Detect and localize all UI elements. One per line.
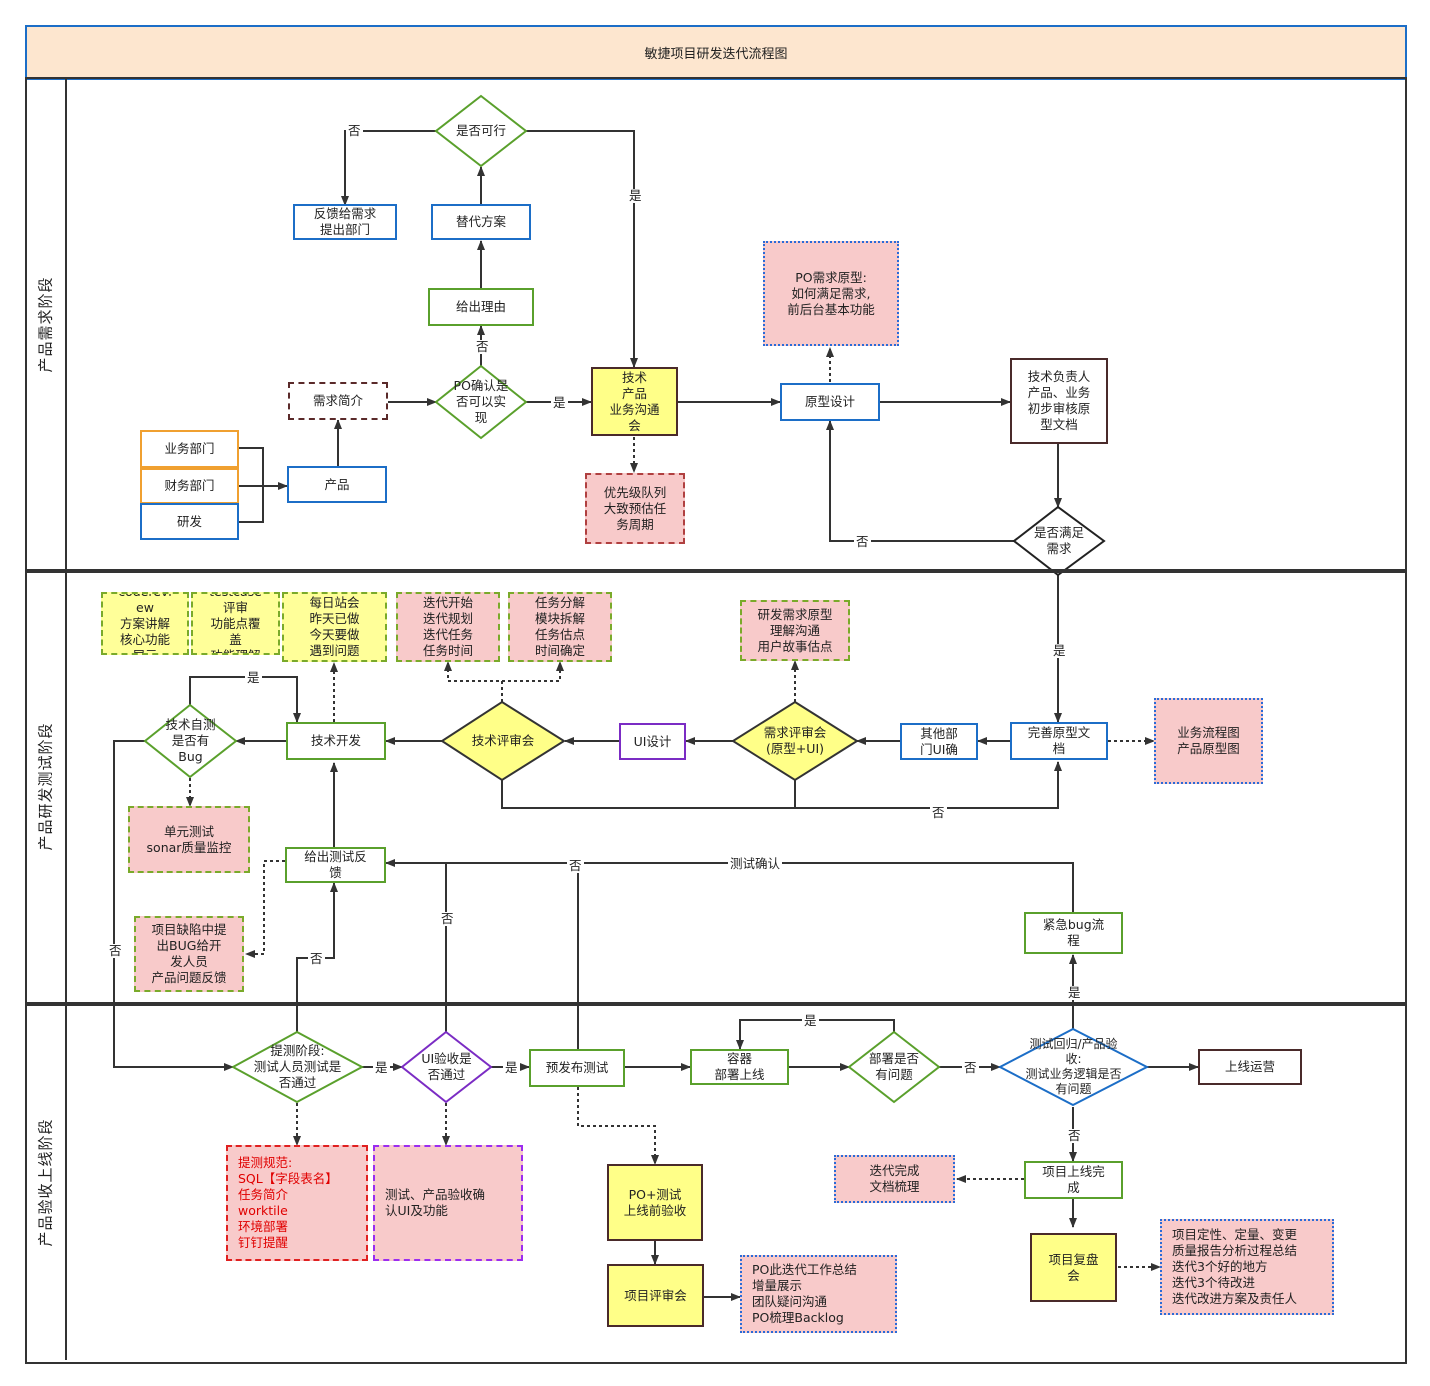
label-test-confirm: 测试确认 — [728, 856, 783, 871]
label-reg-no: 否 — [1066, 1128, 1083, 1143]
label-deploy-yes: 是 — [802, 1013, 819, 1028]
diamond-submit-test — [230, 1030, 365, 1104]
lane-header-requirements: 产品需求阶段 — [25, 79, 67, 569]
edge-pre-to-potest-dashed — [577, 1087, 659, 1165]
diamond-meets-req — [1012, 505, 1106, 577]
decision-regression[interactable]: 测试回归/产品验 收: 测试业务逻辑是否 有问题 — [1025, 1037, 1122, 1096]
node-tech-dev[interactable]: 技术开发 — [286, 722, 386, 760]
node-retro-detail[interactable]: 项目定性、定量、变更 质量报告分析过程总结 迭代3个好的地方 迭代3个待改进 迭… — [1160, 1219, 1334, 1315]
diamond-self-test — [143, 703, 238, 779]
label-meets-no: 否 — [854, 534, 871, 549]
node-product[interactable]: 产品 — [287, 466, 387, 503]
label-feasible-yes: 是 — [627, 188, 644, 203]
node-container-deploy[interactable]: 容器 部署上线 — [690, 1049, 789, 1085]
decision-ui-accept[interactable]: UI验收是 否通过 — [421, 1051, 472, 1082]
node-biz-flow[interactable]: 业务流程图 产品原型图 — [1154, 698, 1263, 784]
label-urgent-yes: 是 — [1066, 985, 1083, 1000]
label-ui-yes: 是 — [503, 1060, 520, 1075]
label-self-yes: 是 — [245, 670, 262, 685]
node-give-feedback[interactable]: 给出测试反 馈 — [285, 847, 386, 883]
edge-techreview-to-iter-dashed — [444, 661, 503, 702]
label-po-no: 否 — [474, 339, 491, 354]
node-tech-meeting[interactable]: 技术 产品 业务沟通 会 — [591, 367, 678, 436]
label-meets-yes: 是 — [1051, 643, 1068, 658]
edge-urgent-to-feedback — [385, 859, 1074, 912]
diamond-ui-accept — [400, 1030, 493, 1104]
node-req-brief[interactable]: 需求简介 — [288, 382, 388, 420]
decision-req-review[interactable]: 需求评审会 (原型+UI) — [763, 725, 827, 756]
node-codereview[interactable]: coderevi ew 方案讲解 核心功能 展示 — [101, 592, 189, 655]
diamond-po-confirm — [434, 364, 528, 440]
diagram-title: 敏捷项目研发迭代流程图 — [25, 25, 1407, 80]
node-po-test-accept[interactable]: PO+测试 上线前验收 — [607, 1164, 703, 1241]
node-defect-report[interactable]: 项目缺陷中提 出BUG给开 发人员 产品问题反馈 — [134, 916, 244, 992]
edge-feedback-to-defect-dashed — [245, 860, 285, 958]
node-dept-business[interactable]: 业务部门 — [140, 430, 239, 468]
decision-meets-req[interactable]: 是否满足 需求 — [1033, 525, 1084, 556]
node-submit-rules[interactable]: 提测规范: SQL【字段表名】 任务简介 worktile 环境部署 钉钉提醒 — [226, 1145, 368, 1261]
label-submit-yes: 是 — [373, 1060, 390, 1075]
edge-self-no — [113, 740, 234, 1071]
decision-feasible[interactable]: 是否可行 — [455, 123, 506, 138]
node-give-reason[interactable]: 给出理由 — [428, 288, 534, 326]
node-test-accept-ui[interactable]: 测试、产品验收确 认UI及功能 — [373, 1145, 523, 1261]
node-testcase[interactable]: testcase 评审 功能点覆 盖 功能理解 — [191, 592, 280, 655]
label-deploy-no: 否 — [962, 1060, 979, 1075]
lane-header-development: 产品研发测试阶段 — [25, 571, 67, 1002]
node-iter-start[interactable]: 迭代开始 迭代规划 迭代任务 任务时间 — [396, 592, 500, 662]
diamond-regression — [997, 1027, 1150, 1107]
node-go-live[interactable]: 上线运营 — [1198, 1049, 1302, 1085]
lane-header-acceptance: 产品验收上线阶段 — [25, 1004, 67, 1360]
node-dept-finance[interactable]: 财务部门 — [140, 468, 239, 504]
label-pre-no: 否 — [567, 858, 584, 873]
node-dept-rnd[interactable]: 研发 — [140, 503, 239, 540]
node-urgent-bug[interactable]: 紧急bug流 程 — [1024, 912, 1123, 954]
lane-requirements — [25, 77, 1407, 573]
decision-po-confirm[interactable]: PO确认是 否可以实 现 — [453, 378, 509, 425]
decision-self-test[interactable]: 技术自测 是否有 Bug — [165, 717, 216, 764]
decision-tech-review[interactable]: 技术评审会 — [471, 733, 535, 748]
node-priority-queue[interactable]: 优先级队列 大致预估任 务周期 — [585, 473, 685, 544]
node-tech-review-proto[interactable]: 技术负责人 产品、业务 初步审核原 型文档 — [1010, 358, 1108, 444]
decision-deploy-issue[interactable]: 部署是否 有问题 — [868, 1051, 919, 1082]
node-alt-plan[interactable]: 替代方案 — [431, 204, 531, 240]
node-ui-design[interactable]: UI设计 — [619, 723, 686, 760]
node-po-summary[interactable]: PO此迭代工作总结 增量展示 团队疑问沟通 PO梳理Backlog — [740, 1255, 897, 1333]
label-review-no: 否 — [930, 805, 947, 820]
node-feedback-dept[interactable]: 反馈给需求 提出部门 — [293, 204, 397, 240]
node-project-done[interactable]: 项目上线完 成 — [1024, 1161, 1123, 1199]
edge-self-yes — [189, 676, 301, 723]
node-dev-understand[interactable]: 研发需求原型 理解沟通 用户故事估点 — [740, 600, 850, 661]
edge-feasible-yes — [526, 130, 638, 368]
label-ui-no: 否 — [439, 911, 456, 926]
label-self-no: 否 — [107, 943, 124, 958]
diamond-tech-review — [440, 700, 566, 782]
edge-review-no-a — [501, 761, 1062, 809]
decision-submit-test[interactable]: 提测阶段: 测试人员测试是 否通过 — [253, 1043, 342, 1090]
node-prototype-design[interactable]: 原型设计 — [780, 383, 880, 421]
node-pre-release[interactable]: 预发布测试 — [529, 1049, 625, 1087]
node-po-prototype[interactable]: PO需求原型: 如何满足需求, 前后台基本功能 — [763, 241, 899, 346]
label-po-yes: 是 — [551, 395, 568, 410]
node-iter-done-doc[interactable]: 迭代完成 文档梳理 — [834, 1155, 955, 1203]
diamond-req-review — [731, 700, 859, 782]
lane-acceptance — [25, 1002, 1407, 1364]
edge-feasible-no — [341, 130, 436, 206]
diamond-deploy-issue — [847, 1030, 941, 1104]
node-unit-test[interactable]: 单元测试 sonar质量监控 — [128, 806, 250, 873]
node-product-ui[interactable]: 产品与 其他部 门UI确 认原型 — [900, 723, 978, 760]
node-project-review[interactable]: 项目评审会 — [607, 1264, 704, 1327]
node-perfect-proto[interactable]: 完善原型文 档 — [1010, 722, 1108, 760]
diamond-feasible — [434, 94, 528, 168]
label-feasible-no: 否 — [346, 123, 363, 138]
lane-development — [25, 569, 1407, 1006]
node-daily-standup[interactable]: 每日站会 昨天已做 今天要做 遇到问题 — [282, 592, 387, 662]
edge-techreview-to-split-dashed — [502, 661, 564, 682]
node-task-split[interactable]: 任务分解 模块拆解 任务估点 时间确定 — [508, 592, 612, 662]
node-project-retro[interactable]: 项目复盘 会 — [1030, 1233, 1117, 1302]
label-submit-no: 否 — [308, 951, 325, 966]
edge-meets-no — [826, 420, 1014, 542]
